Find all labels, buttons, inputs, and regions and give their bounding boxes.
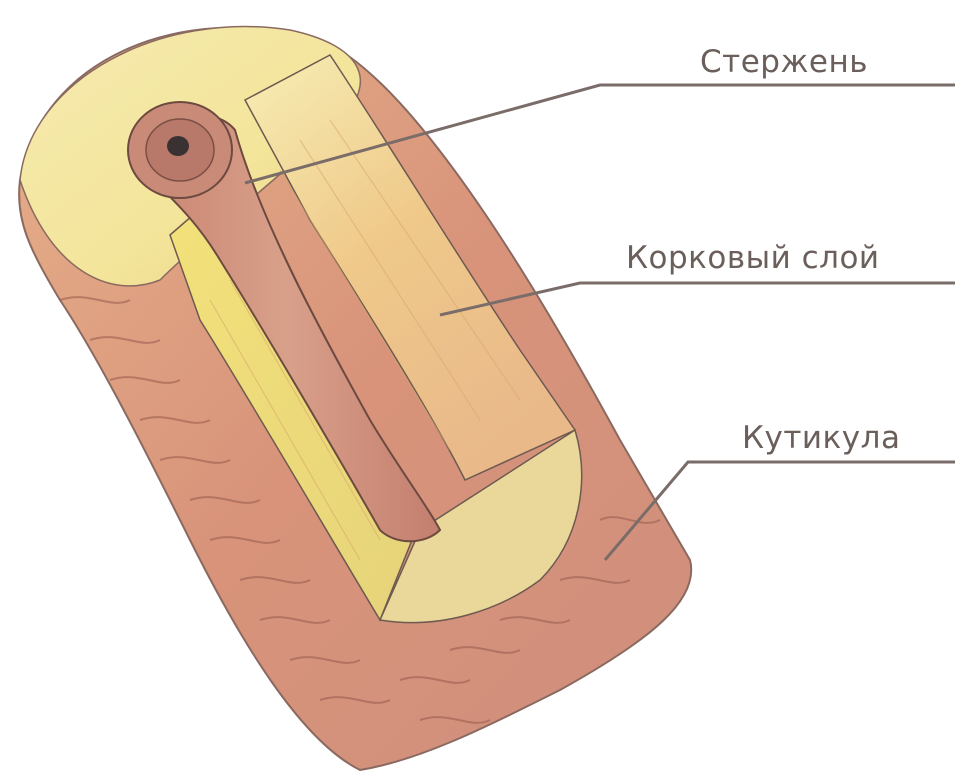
label-cortex: Корковый слой bbox=[626, 240, 880, 276]
label-medulla: Стержень bbox=[700, 44, 868, 80]
label-cuticle: Кутикула bbox=[742, 420, 900, 456]
medulla-core bbox=[167, 136, 189, 156]
